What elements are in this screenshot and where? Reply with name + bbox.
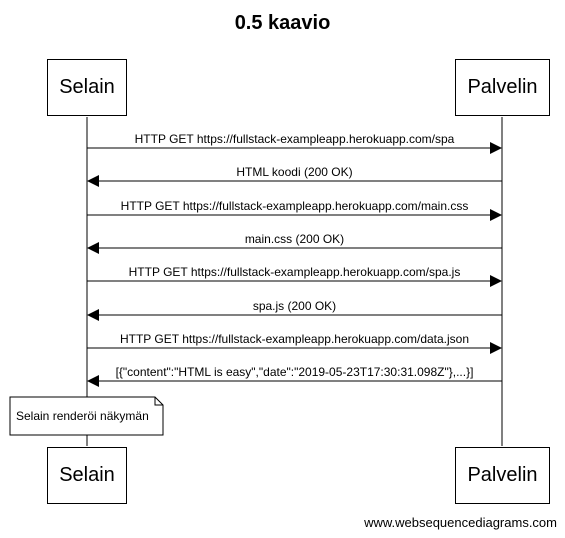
message-arrowhead (490, 142, 502, 154)
actor-browser-top: Selain (47, 59, 127, 116)
message-label: spa.js (200 OK) (252, 299, 337, 313)
message-label: HTML koodi (200 OK) (236, 165, 353, 179)
message-arrowhead (490, 342, 502, 354)
message-label: HTTP GET https://fullstack-exampleapp.he… (120, 199, 469, 213)
message-label: HTTP GET https://fullstack-exampleapp.he… (134, 132, 455, 146)
message-label: main.css (200 OK) (244, 232, 345, 246)
diagram-title: 0.5 kaavio (234, 12, 331, 34)
message-label: HTTP GET https://fullstack-exampleapp.he… (128, 265, 461, 279)
footer-watermark: www.websequencediagrams.com (364, 515, 557, 530)
message-arrowhead (490, 209, 502, 221)
message-arrowhead (490, 275, 502, 287)
message-arrowhead (87, 242, 99, 254)
message-arrowhead (87, 375, 99, 387)
message-label: [{"content":"HTML is easy","date":"2019-… (115, 365, 474, 379)
note-box (9, 396, 164, 436)
message-label: HTTP GET https://fullstack-exampleapp.he… (119, 332, 470, 346)
actor-server-top: Palvelin (455, 59, 550, 116)
note-corner-fold (154, 397, 163, 406)
message-arrowhead (87, 175, 99, 187)
message-arrowhead (87, 309, 99, 321)
actor-browser-bottom: Selain (47, 447, 127, 504)
note-text: Selain renderöi näkymän (16, 409, 149, 423)
actor-server-bottom: Palvelin (455, 447, 550, 504)
